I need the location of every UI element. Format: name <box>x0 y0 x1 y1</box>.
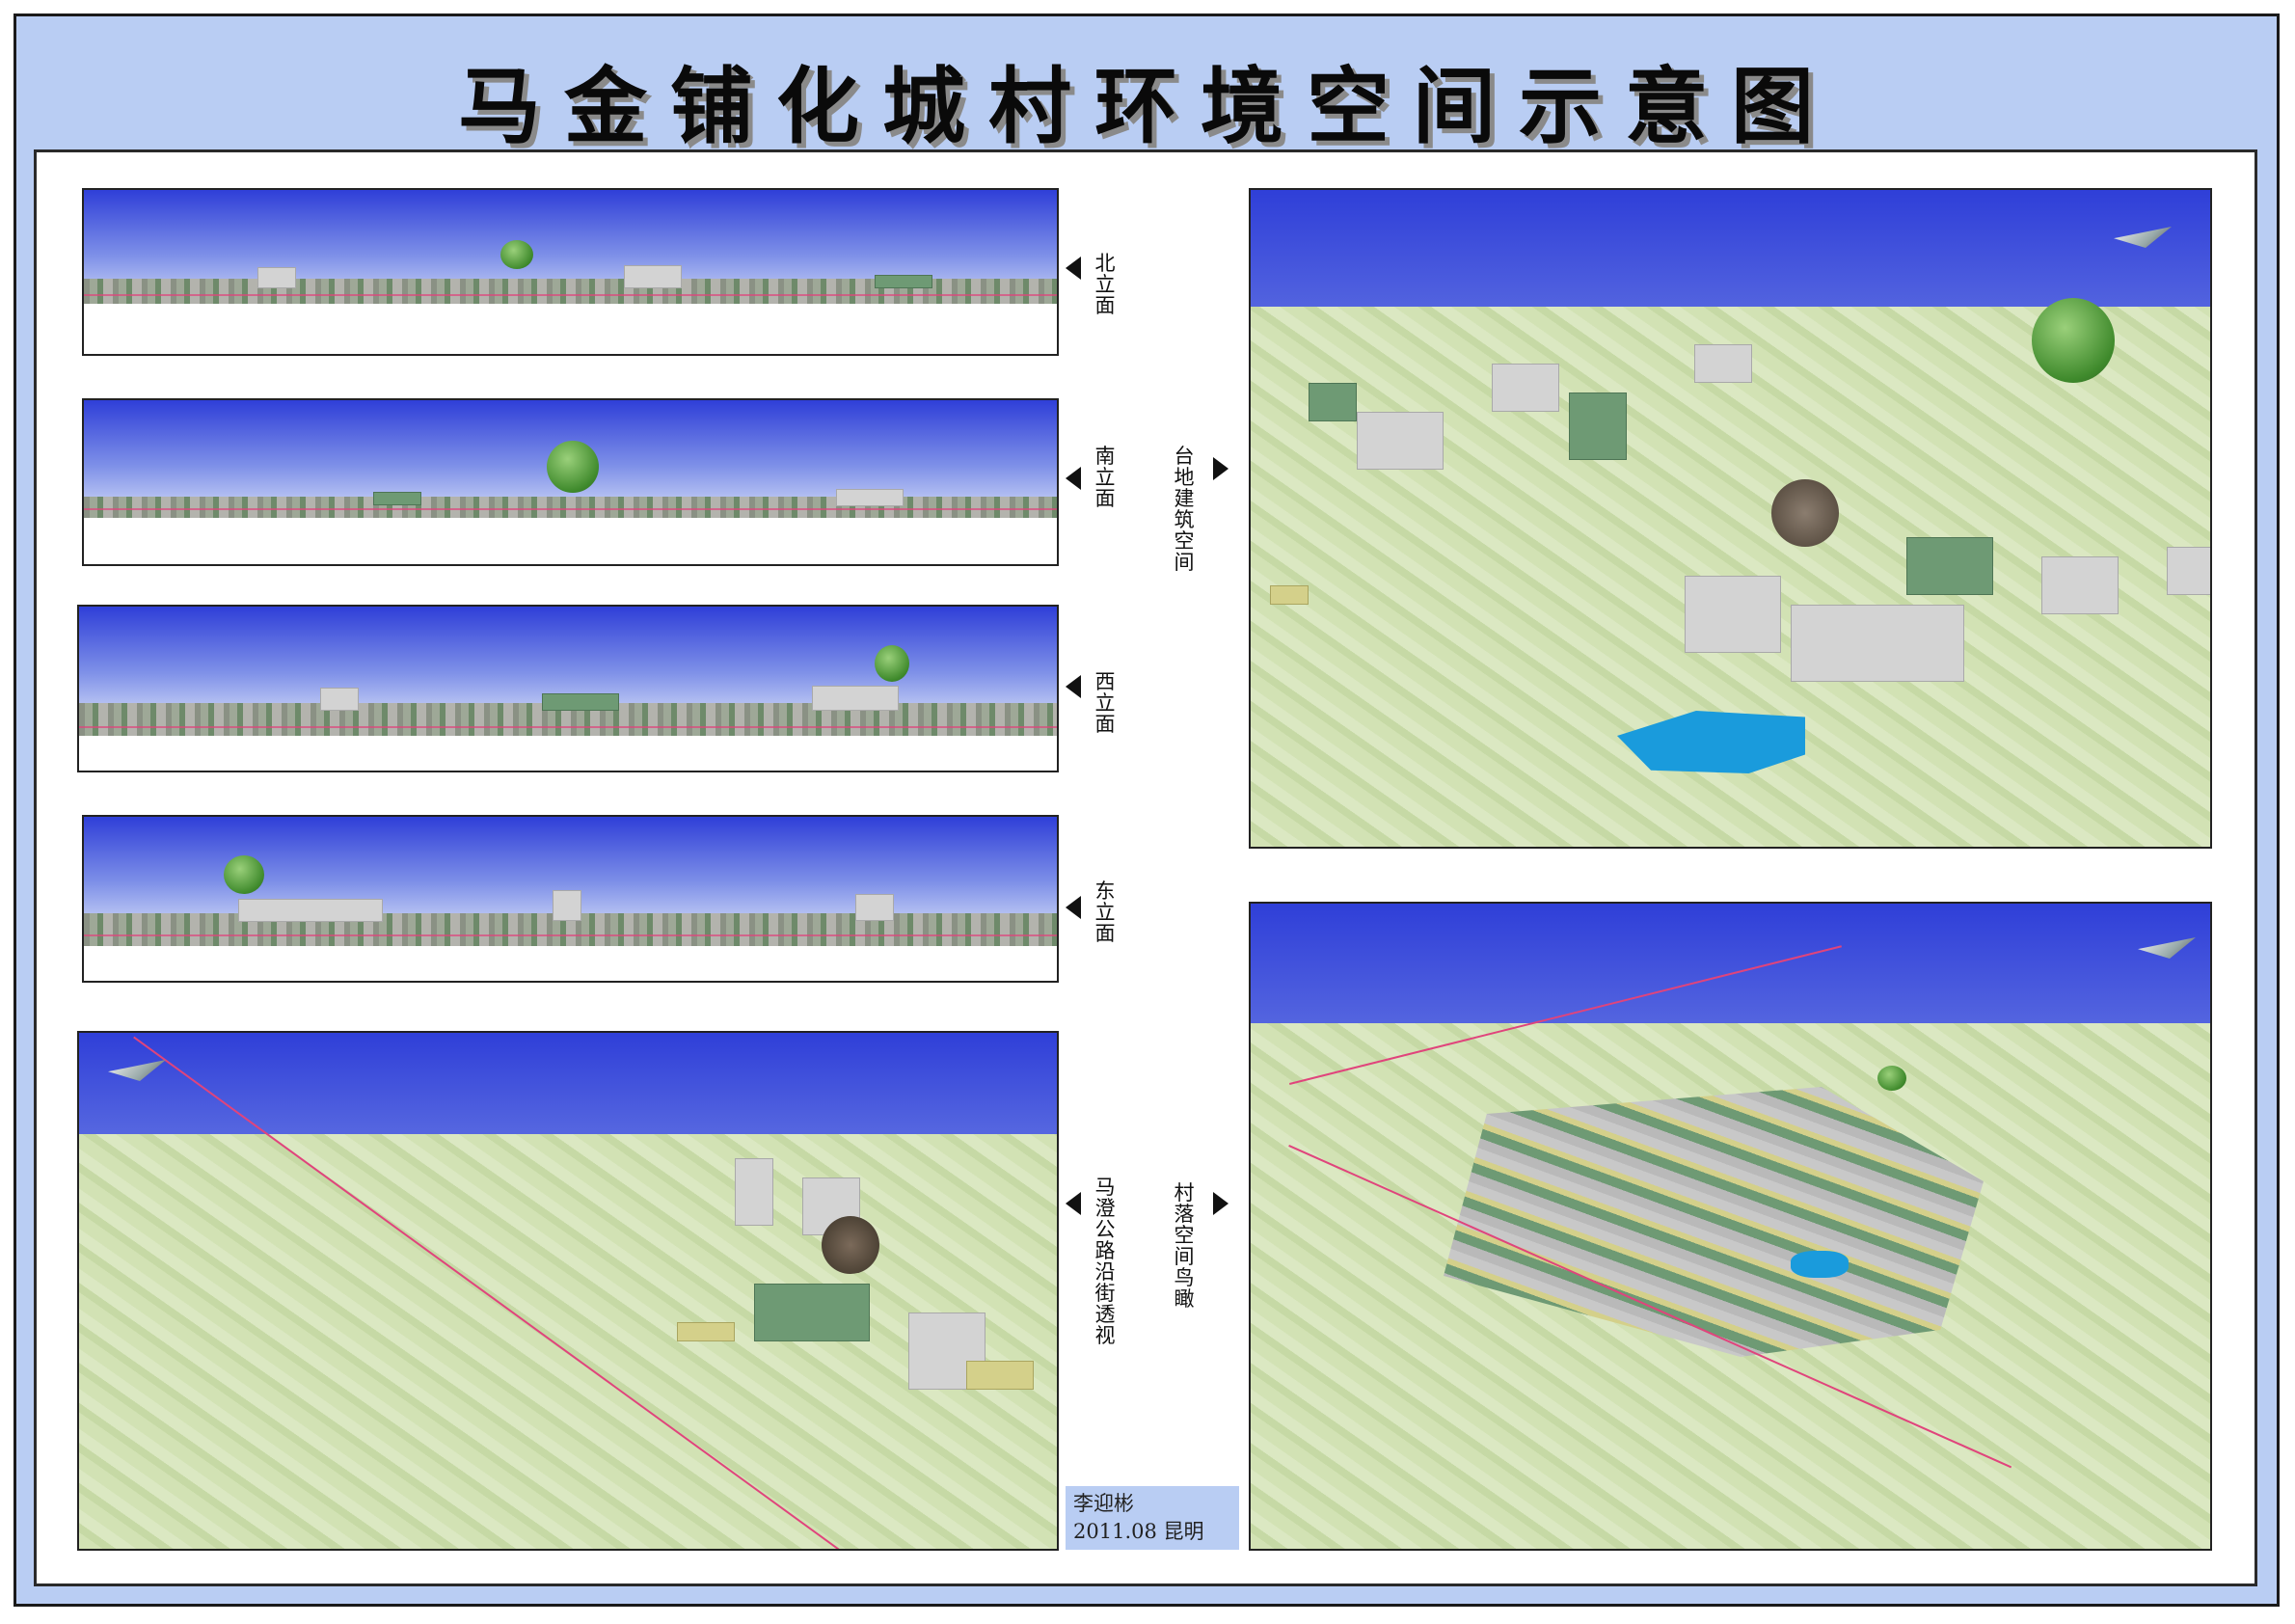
north-elevation-label: 北立面 <box>1094 252 1116 317</box>
arrow-left-icon <box>1066 467 1081 490</box>
east-elevation-label: 东立面 <box>1094 880 1116 945</box>
terrace-buildings-panel <box>1249 188 2212 849</box>
arrow-left-icon <box>1066 1192 1081 1215</box>
tree-icon <box>1771 479 1839 547</box>
arrow-left-icon <box>1066 675 1081 698</box>
compass-icon <box>108 1060 166 1081</box>
arrow-right-icon <box>1213 457 1228 480</box>
arrow-left-icon <box>1066 896 1081 919</box>
village-aerial-panel <box>1249 902 2212 1551</box>
author-name: 李迎彬 <box>1073 1492 1134 1515</box>
tree-icon <box>875 645 909 682</box>
author-date-place: 2011.08 昆明 <box>1073 1520 1204 1543</box>
poster-title: 马金铺化城村环境空间示意图 <box>458 58 1837 155</box>
village-aerial-label: 村落空间鸟瞰 <box>1174 1181 1195 1311</box>
tree-icon <box>224 855 264 894</box>
author-box: 李迎彬 2011.08 昆明 <box>1066 1486 1239 1550</box>
street-perspective-label: 马澄公路沿街透视 <box>1094 1176 1116 1347</box>
pond <box>1791 1251 1849 1278</box>
west-elevation-label: 西立面 <box>1094 670 1116 736</box>
arrow-right-icon <box>1213 1192 1228 1215</box>
compass-icon <box>2114 227 2172 248</box>
tree-icon <box>547 441 599 493</box>
tree-icon <box>2032 298 2115 383</box>
west-elevation-panel <box>77 605 1059 772</box>
compass-icon <box>2138 937 2196 959</box>
arrow-left-icon <box>1066 257 1081 280</box>
tree-icon <box>1877 1066 1906 1091</box>
east-elevation-panel <box>82 815 1059 983</box>
tree-icon <box>822 1216 879 1274</box>
north-elevation-panel <box>82 188 1059 356</box>
street-perspective-panel <box>77 1031 1059 1551</box>
south-elevation-label: 南立面 <box>1094 445 1116 510</box>
terrace-buildings-label: 台地建筑空间 <box>1174 445 1195 574</box>
south-elevation-panel <box>82 398 1059 566</box>
tree-icon <box>500 240 533 269</box>
